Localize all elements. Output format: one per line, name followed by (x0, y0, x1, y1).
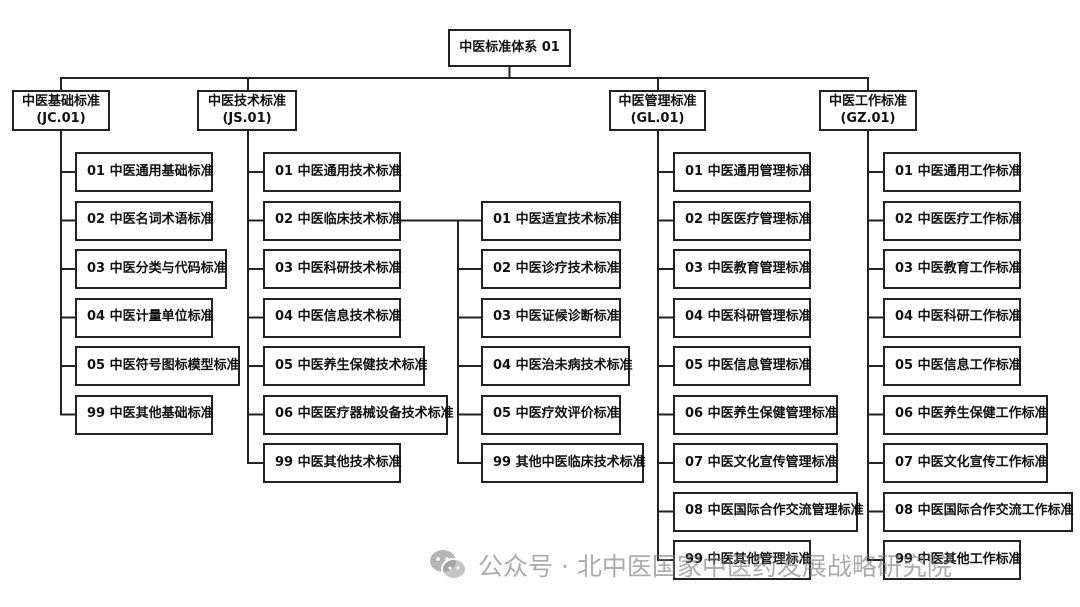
standard-item: 02 中医名词术语标准 (75, 200, 214, 241)
category-node: 中医基础标准(JC.01) (12, 90, 110, 131)
category-name: 中医工作标准 (828, 94, 907, 110)
standard-item: 04 中医计量单位标准 (75, 297, 214, 338)
standard-item: 07 中医文化宣传工作标准 (883, 443, 1048, 483)
standard-item: 08 中医国际合作交流管理标准 (673, 491, 864, 532)
standard-item: 99 中医其他基础标准 (75, 394, 214, 435)
clinical-standard-item: 04 中医治未病技术标准 (481, 346, 633, 386)
clinical-standard-item: 05 中医疗效评价标准 (481, 394, 621, 435)
clinical-standard-item: 03 中医证候诊断标准 (481, 297, 621, 338)
standard-item: 99 中医其他技术标准 (263, 443, 402, 483)
category-name: 中医基础标准 (21, 94, 100, 110)
standard-item: 03 中医教育工作标准 (883, 249, 1022, 289)
clinical-standard-item: 99 其他中医临床技术标准 (481, 443, 646, 483)
standard-item: 08 中医国际合作交流工作标准 (883, 491, 1074, 532)
clinical-standard-item: 02 中医诊疗技术标准 (481, 249, 621, 289)
standard-item: 05 中医信息管理标准 (673, 346, 812, 386)
standard-item: 01 中医通用技术标准 (263, 152, 402, 192)
standard-item: 06 中医医疗器械设备技术标准 (263, 394, 454, 435)
standard-item: 03 中医分类与代码标准 (75, 249, 227, 289)
standard-item: 03 中医教育管理标准 (673, 249, 812, 289)
standard-item: 04 中医信息技术标准 (263, 297, 402, 338)
standard-item: 99 中医其他工作标准 (883, 540, 1022, 580)
standard-item: 02 中医医疗管理标准 (673, 200, 812, 241)
standard-item: 01 中医通用管理标准 (673, 152, 812, 192)
watermark: 公众号 · 北中医国家中医药发展战略研究院 (428, 543, 952, 587)
standard-item: 02 中医临床技术标准 (263, 200, 402, 241)
wechat-icon (430, 550, 467, 580)
category-name: 中医管理标准 (618, 94, 697, 110)
standard-item: 04 中医科研工作标准 (883, 297, 1022, 338)
clinical-standard-item: 01 中医适宜技术标准 (481, 200, 621, 241)
category-code: (GL.01) (630, 110, 685, 126)
standard-item: 06 中医养生保健管理标准 (673, 394, 838, 435)
root-node: 中医标准体系 01 (448, 29, 571, 67)
standard-item: 05 中医信息工作标准 (883, 346, 1022, 386)
standard-item: 99 中医其他管理标准 (673, 540, 812, 580)
category-code: (GZ.01) (840, 110, 896, 126)
standard-item: 05 中医养生保健技术标准 (263, 346, 428, 386)
standard-item: 07 中医文化宣传管理标准 (673, 443, 838, 483)
category-code: (JC.01) (36, 110, 86, 126)
watermark-text: 公众号 · 北中医国家中医药发展战略研究院 (478, 552, 952, 581)
category-node: 中医技术标准(JS.01) (197, 90, 297, 131)
standard-item: 03 中医科研技术标准 (263, 249, 402, 289)
category-node: 中医工作标准(GZ.01) (819, 90, 917, 131)
standard-item: 06 中医养生保健工作标准 (883, 394, 1048, 435)
standard-item: 01 中医通用基础标准 (75, 152, 214, 192)
standard-item: 04 中医科研管理标准 (673, 297, 812, 338)
standard-item: 02 中医医疗工作标准 (883, 200, 1022, 241)
standard-item: 01 中医通用工作标准 (883, 152, 1022, 192)
category-name: 中医技术标准 (207, 94, 286, 110)
category-code: (JS.01) (222, 110, 272, 126)
standard-item: 05 中医符号图标模型标准 (75, 346, 240, 386)
category-node: 中医管理标准(GL.01) (609, 90, 706, 131)
